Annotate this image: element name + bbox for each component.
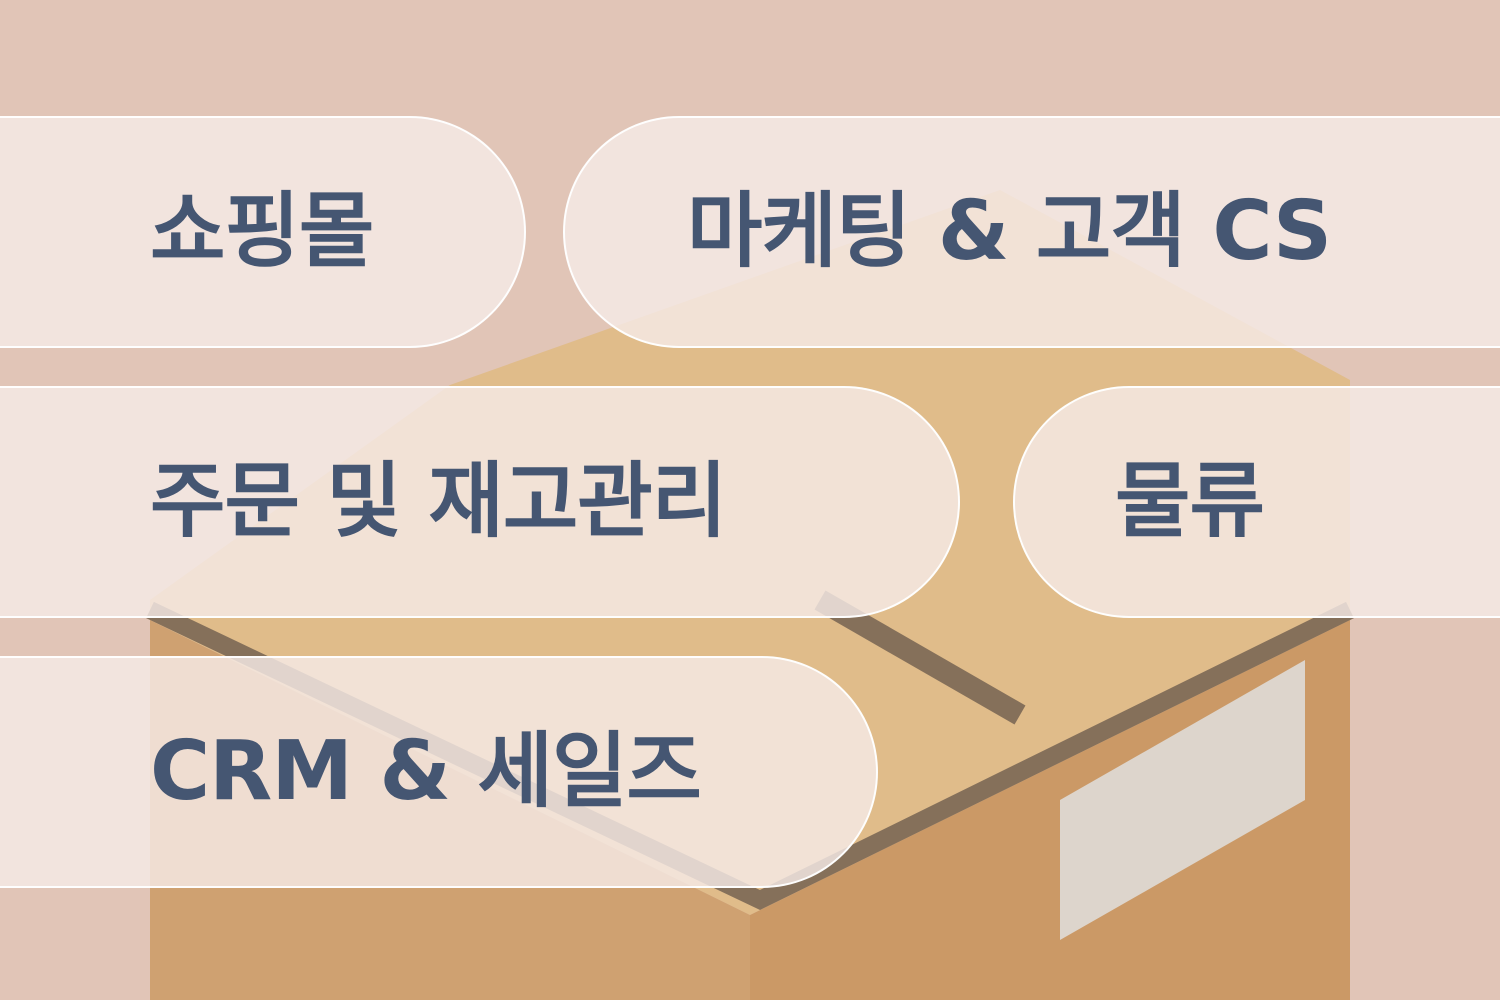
- tag-order-inventory: 주문 및 재고관리: [0, 386, 960, 618]
- tag-crm-sales-label: CRM & 세일즈: [150, 724, 702, 819]
- tag-logistics: 물류: [1013, 386, 1500, 618]
- box-flap-seam: [814, 590, 1026, 725]
- tag-marketing-cs-label: 마케팅 & 고객 CS: [687, 184, 1332, 279]
- box-right-face: [750, 620, 1350, 1000]
- tag-logistics-label: 물류: [1115, 454, 1265, 549]
- shipping-label: [1060, 660, 1305, 940]
- tag-crm-sales: CRM & 세일즈: [0, 656, 878, 888]
- tag-order-inventory-label: 주문 및 재고관리: [150, 454, 727, 549]
- tag-shopping-mall-label: 쇼핑몰: [150, 184, 374, 279]
- tag-shopping-mall: 쇼핑몰: [0, 116, 526, 348]
- tag-marketing-cs: 마케팅 & 고객 CS: [563, 116, 1500, 348]
